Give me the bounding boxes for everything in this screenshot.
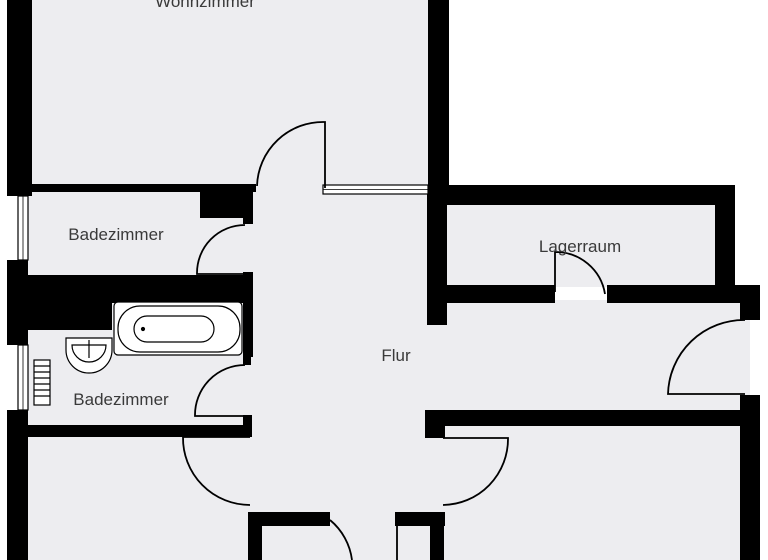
floor-room-southeast: [445, 425, 742, 560]
floor-lagerraum: [447, 205, 715, 287]
wall: [28, 184, 256, 192]
door-southwest[interactable]: [182, 436, 251, 506]
wall: [715, 185, 735, 290]
door-south[interactable]: [329, 519, 353, 560]
wall: [740, 285, 760, 320]
wall: [248, 512, 262, 560]
label-flur: Flur: [381, 346, 411, 365]
door-southeast[interactable]: [442, 437, 509, 506]
windows: [17, 184, 607, 411]
label-wohnzimmer: Wohnzimmer: [155, 0, 255, 11]
wall: [425, 410, 445, 438]
wall: [425, 410, 760, 426]
wall: [243, 188, 253, 224]
bathtub-inner: [133, 315, 215, 343]
floor-flur: [248, 185, 448, 560]
wall: [7, 410, 28, 560]
door-badezimmer-1[interactable]: [196, 224, 246, 275]
label-badezimmer-2: Badezimmer: [73, 390, 169, 409]
label-badezimmer-1: Badezimmer: [68, 225, 164, 244]
wall: [7, 275, 252, 303]
wall: [7, 303, 112, 330]
floor-room-southwest: [28, 432, 248, 560]
door-wohnzimmer[interactable]: [256, 121, 326, 188]
bathtub-drain: [140, 326, 146, 332]
wall: [7, 0, 32, 196]
radiator-fins: [34, 365, 50, 397]
wall: [430, 512, 444, 560]
wall: [430, 285, 555, 303]
room-labels: Wohnzimmer Badezimmer Lagerraum Flur Bad…: [68, 0, 621, 409]
wall: [740, 395, 760, 560]
wall: [428, 0, 449, 188]
floor-wohnzimmer: [30, 0, 430, 188]
radiator-icon: [33, 359, 51, 406]
doors[interactable]: [182, 121, 746, 560]
wall: [607, 285, 760, 303]
door-lagerraum[interactable]: [554, 251, 606, 295]
walls: [7, 0, 760, 560]
wall: [28, 425, 252, 437]
wall: [243, 272, 253, 357]
floor-flur-east: [445, 300, 750, 415]
fixtures: [33, 301, 243, 406]
wall: [427, 185, 447, 325]
wall: [200, 192, 248, 218]
door-badezimmer-2[interactable]: [194, 364, 246, 417]
wall: [243, 355, 251, 365]
lagerraum-door-opening: [555, 292, 607, 300]
wall: [427, 185, 735, 205]
door-east[interactable]: [667, 319, 746, 395]
wall: [248, 512, 330, 526]
label-lagerraum: Lagerraum: [539, 237, 621, 256]
